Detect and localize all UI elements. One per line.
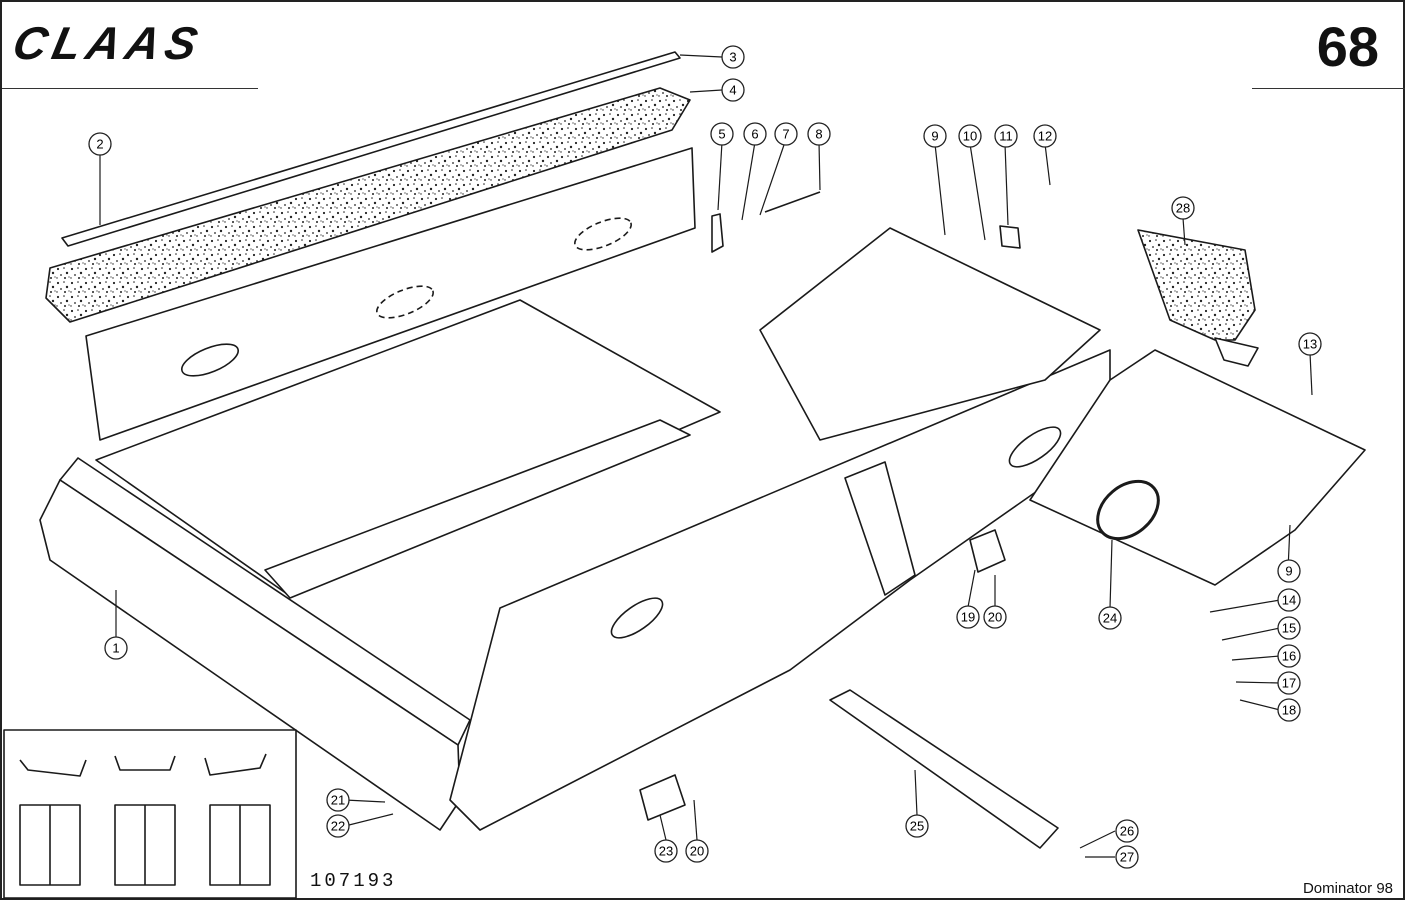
page-number: 68 [1316,15,1379,78]
svg-text:19: 19 [961,610,975,625]
svg-text:21: 21 [331,793,345,808]
callout-8: 8 [807,122,831,146]
svg-text:2: 2 [96,137,103,152]
drawing-number: 107193 [310,870,397,892]
callout-27: 27 [1115,845,1139,869]
callout-20-upper: 20 [983,605,1007,629]
callout-25: 25 [905,814,929,838]
svg-text:7: 7 [782,127,789,142]
svg-text:27: 27 [1120,850,1134,865]
small-plate [999,225,1021,249]
slot-d [1008,426,1062,468]
svg-text:25: 25 [910,819,924,834]
model-name: Dominator 98 [1302,880,1393,897]
callout-6: 6 [743,122,767,146]
svg-text:9: 9 [1285,564,1292,579]
inset-box [3,729,297,899]
svg-text:20: 20 [690,844,704,859]
svg-text:6: 6 [751,127,758,142]
svg-text:15: 15 [1282,621,1296,636]
callout-23: 23 [654,839,678,863]
svg-text:13: 13 [1303,337,1317,352]
svg-text:14: 14 [1282,593,1296,608]
callout-2: 2 [88,132,112,156]
callout-group: 1 2 3 4 5 6 7 8 9 10 11 12 13 14 15 16 1… [88,45,1322,869]
callout-16: 16 [1277,644,1301,668]
oval-cover [1096,479,1160,541]
svg-text:17: 17 [1282,676,1296,691]
rear-floor-panel [759,227,1101,441]
cover-plate [1137,229,1256,341]
svg-text:3: 3 [729,50,736,65]
svg-text:28: 28 [1176,201,1190,216]
svg-text:20: 20 [988,610,1002,625]
svg-text:1: 1 [112,641,119,656]
svg-text:26: 26 [1120,824,1134,839]
callout-20-lower: 20 [685,839,709,863]
callout-4: 4 [721,78,745,102]
callout-18: 18 [1277,698,1301,722]
svg-text:8: 8 [815,127,822,142]
callout-11: 11 [994,124,1018,148]
svg-text:18: 18 [1282,703,1296,718]
callout-1: 1 [104,636,128,660]
callout-10: 10 [958,124,982,148]
center-channel [264,419,691,599]
svg-text:11: 11 [999,129,1013,144]
slot-a [181,343,239,377]
bracket [711,213,724,253]
cover-plate-tab [1214,337,1259,367]
header-rule-left [2,88,258,89]
callout-14: 14 [1277,588,1301,612]
callout-7: 7 [774,122,798,146]
callout-9-right: 9 [1277,559,1301,583]
top-rail-strip [61,51,681,247]
callout-15: 15 [1277,616,1301,640]
vertical-strap [844,461,916,596]
svg-text:16: 16 [1282,649,1296,664]
callout-24: 24 [1098,606,1122,630]
callout-5: 5 [710,122,734,146]
slot-e [610,597,664,639]
callout-13: 13 [1298,332,1322,356]
callout-19: 19 [956,605,980,629]
slot-b [376,285,434,319]
svg-text:24: 24 [1103,611,1117,626]
clip-plate [969,529,1006,573]
callout-3: 3 [721,45,745,69]
svg-text:12: 12 [1038,129,1052,144]
svg-text:22: 22 [331,819,345,834]
lower-bar [829,689,1059,849]
svg-text:5: 5 [718,127,725,142]
floor-panel-left [95,299,721,597]
callout-17: 17 [1277,671,1301,695]
svg-text:10: 10 [963,129,977,144]
header-rule-right [1252,88,1405,89]
seal-strip [45,87,691,323]
svg-text:4: 4 [729,83,736,98]
long-bolt [764,191,821,213]
callout-26: 26 [1115,819,1139,843]
clip-plate-lower [639,774,686,821]
callout-9-top: 9 [923,124,947,148]
right-side-wall [449,349,1111,831]
callout-28: 28 [1171,196,1195,220]
svg-text:9: 9 [931,129,938,144]
left-side-wall [85,147,696,441]
callout-22: 22 [326,814,350,838]
svg-text:23: 23 [659,844,673,859]
callout-12: 12 [1033,124,1057,148]
inset-profiles [19,753,271,886]
callout-21: 21 [326,788,350,812]
